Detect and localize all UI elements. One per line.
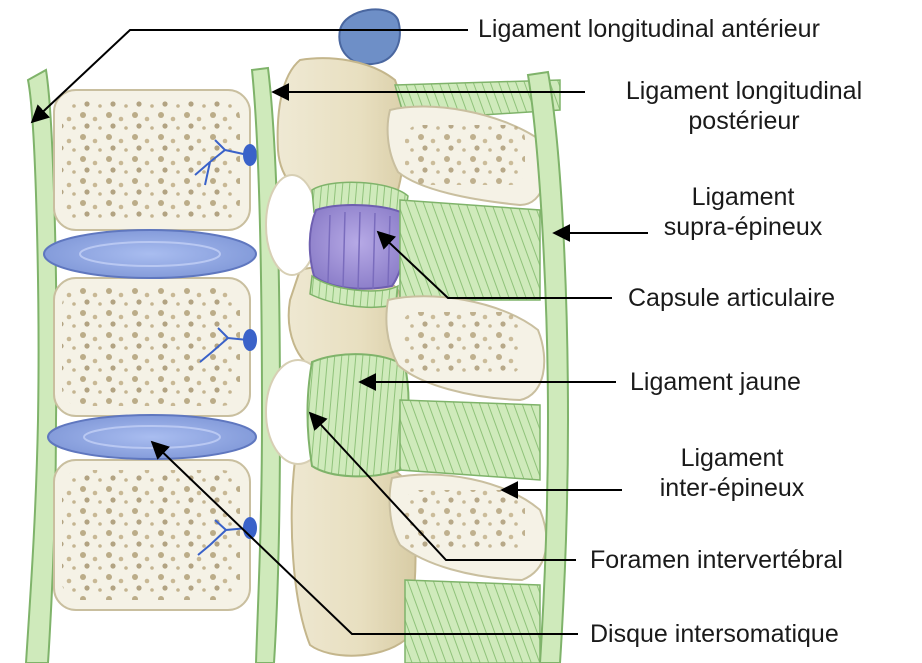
leader-foramen: [308, 411, 576, 561]
label-intervertebral-foramen: Foramen intervertébral: [590, 546, 843, 574]
label-supraspinous-ligament: Ligament supra-épineux: [658, 182, 828, 242]
spinous-processes: [385, 79, 561, 663]
label-joint-capsule: Capsule articulaire: [628, 284, 836, 312]
leader-lines: [30, 29, 648, 635]
label-interspinous-line2: inter-épineux: [659, 474, 805, 502]
leader-joint-capsule: [376, 230, 612, 299]
ligamentum-flavum: [306, 353, 410, 478]
supraspinous-ligament: [526, 70, 570, 663]
anterior-longitudinal-ligament: [24, 68, 58, 663]
label-anterior-longitudinal-ligament: Ligament longitudinal antérieur: [478, 15, 820, 43]
label-supraspinous-line2: supra-épineux: [663, 213, 823, 241]
label-intersomatic-disc: Disque intersomatique: [590, 620, 839, 648]
spinal-cord-top: [338, 8, 401, 66]
label-posterior-longitudinal-ligament: Ligament longitudinal postérieur: [594, 76, 894, 136]
label-interspinous-ligament: Ligament inter-épineux: [632, 443, 832, 503]
label-supraspinous-line1: Ligament: [691, 183, 795, 211]
leader-anterior-longitudinal: [30, 29, 468, 124]
label-yellow-ligament: Ligament jaune: [630, 368, 801, 396]
label-posterior-line2: postérieur: [688, 107, 800, 135]
leader-disc: [150, 440, 578, 635]
label-interspinous-line1: Ligament: [680, 444, 784, 472]
vertebral-bodies: [53, 89, 251, 611]
joint-capsule: [308, 181, 409, 309]
blood-vessels: [194, 139, 257, 556]
label-posterior-line1: Ligament longitudinal: [625, 77, 863, 105]
